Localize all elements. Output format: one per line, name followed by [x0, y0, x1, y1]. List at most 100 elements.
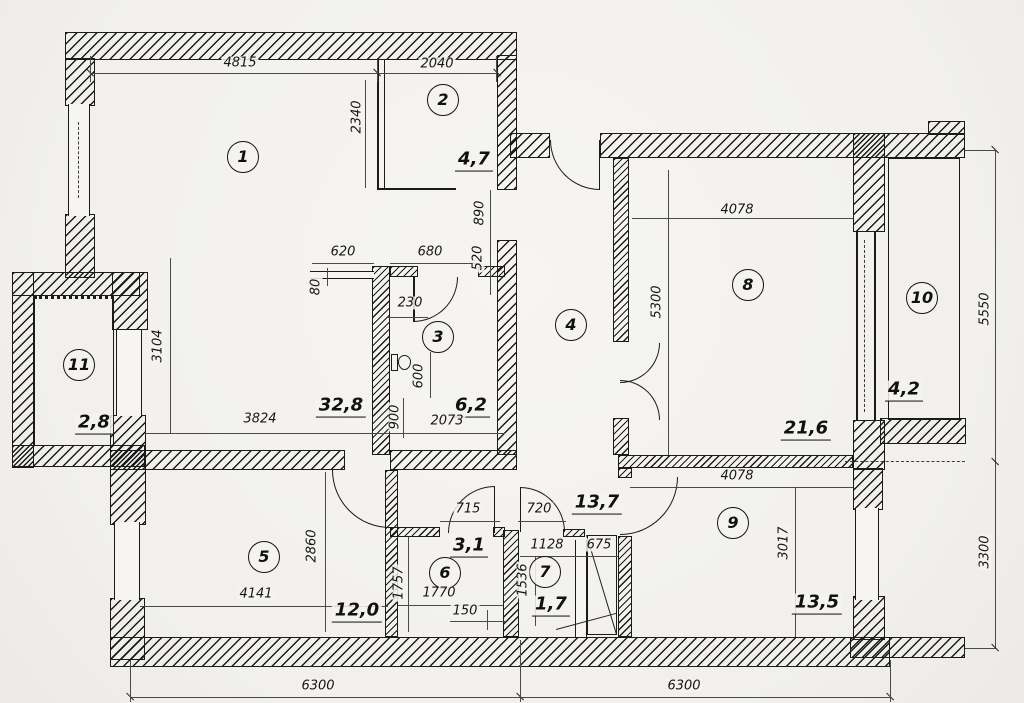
- room-7-area: 1,7: [532, 595, 570, 617]
- wall-room8-right-upper: [853, 133, 885, 232]
- dim-line-5300: [668, 170, 669, 455]
- balcony-door-room8-line2: [874, 232, 876, 420]
- dim-line-4141: [140, 606, 388, 607]
- wall-shaft-east: [618, 536, 632, 637]
- dim-1536: 1536: [515, 561, 531, 599]
- wall-balcony11-left: [12, 272, 34, 468]
- ext-line: [520, 640, 521, 702]
- dim-2040: 2040: [418, 56, 456, 72]
- room-5-number: 5: [258, 547, 270, 566]
- wall-left-block: [65, 214, 95, 278]
- dim-line-4078-bottom: [630, 487, 853, 488]
- dim-line-230: [388, 317, 428, 318]
- dim-line-80: [327, 268, 328, 286]
- dim-line-5550: [995, 150, 996, 462]
- room-4-label: 4: [555, 309, 587, 341]
- dim-715: 715: [453, 501, 483, 517]
- dim-600: 600: [411, 361, 427, 391]
- ext-line: [377, 60, 378, 82]
- vent-shaft: [587, 535, 617, 635]
- dim-line-3104: [170, 258, 171, 433]
- wall-hall-room8-upper: [613, 158, 629, 342]
- dim-line-520: [490, 240, 491, 295]
- room8-door-arc-lower: [620, 380, 660, 420]
- entrance-door-leaf: [598, 140, 600, 190]
- dim-line-900: [403, 398, 404, 438]
- dim-1770: 1770: [420, 585, 458, 601]
- room-5-label: 5: [248, 541, 280, 573]
- dim-line-620: [312, 263, 374, 264]
- dim-line-720: [518, 521, 566, 522]
- ext-line: [965, 648, 997, 649]
- balcony-door-room8-line1: [856, 232, 858, 420]
- wall-shaft-north-pier: [563, 529, 585, 537]
- room-8-number: 8: [742, 275, 754, 294]
- room-10-area: 4,2: [885, 380, 923, 402]
- dim-900: 900: [387, 402, 403, 432]
- wall-left-block2: [110, 415, 146, 525]
- dim-6300-right: 6300: [665, 678, 703, 694]
- room-2-area: 4,7: [455, 150, 493, 172]
- dim-line-6300: [130, 697, 890, 698]
- wall-room2-south: [378, 188, 456, 190]
- window-room1-left: [68, 104, 90, 216]
- dim-line-1770: [398, 605, 503, 606]
- room-11-area: 2,8: [75, 413, 113, 435]
- room-3-number: 3: [432, 327, 444, 346]
- wall-room9-right-lower: [853, 596, 885, 640]
- room-5-area: 12,0: [331, 601, 383, 623]
- dim-2860: 2860: [304, 527, 320, 565]
- dim-80: 80: [308, 276, 324, 298]
- dim-line-3824-2073: [145, 433, 505, 434]
- wall-left-mid-block: [112, 272, 148, 330]
- wall-room2-west2: [384, 60, 386, 190]
- dim-4815: 4815: [221, 55, 259, 71]
- room-4-number: 4: [565, 315, 577, 334]
- room-8-area: 21,6: [780, 419, 832, 441]
- dim-675: 675: [584, 537, 614, 553]
- wall-balcony10-bottom: [880, 418, 966, 444]
- room-10-number: 10: [910, 288, 934, 307]
- ext-line: [965, 150, 997, 151]
- dim-890: 890: [472, 198, 488, 228]
- dim-line-3017: [795, 487, 796, 637]
- room8-door-arc-upper: [620, 343, 660, 383]
- dim-2073: 2073: [428, 413, 466, 429]
- dim-line-675: [572, 556, 618, 557]
- ext-line: [130, 660, 131, 702]
- room-9-number: 9: [727, 513, 739, 532]
- dim-3017: 3017: [776, 524, 792, 562]
- dim-4078-top: 4078: [718, 202, 756, 218]
- entrance-door-arc: [550, 140, 600, 190]
- room-6-number: 6: [439, 563, 451, 582]
- wall-right-wing-top: [600, 133, 965, 158]
- balcony10-inner: [888, 158, 960, 420]
- section-dash: [845, 461, 965, 462]
- wall-room6-north-stub: [390, 527, 440, 537]
- wall-room2-west: [377, 60, 379, 190]
- wall-hall-room8-lower: [613, 418, 629, 455]
- ext-line: [496, 56, 497, 82]
- room-7-label: 7: [529, 556, 561, 588]
- dim-line-2340: [365, 80, 366, 188]
- dim-520: 520: [470, 243, 486, 273]
- room-11-label: 11: [63, 349, 95, 381]
- room-9-area: 13,5: [791, 593, 843, 615]
- wall-room9-right-upper: [853, 468, 883, 510]
- dim-230: 230: [395, 295, 425, 311]
- toilet-bowl-icon: [398, 355, 411, 370]
- room-3-label: 3: [422, 321, 454, 353]
- dim-6300-left: 6300: [299, 678, 337, 694]
- dim-line-715: [440, 521, 500, 522]
- wall-bottom: [110, 637, 890, 667]
- dim-3104: 3104: [150, 327, 166, 365]
- wall-bottom-right-ext: [850, 637, 965, 658]
- dim-720: 720: [524, 501, 554, 517]
- room-1-number: 1: [237, 147, 249, 166]
- dim-1757: 1757: [391, 564, 407, 602]
- window-room5-left: [114, 522, 140, 600]
- room-2-label: 2: [427, 84, 459, 116]
- dim-line-top: [90, 73, 497, 74]
- ext-line: [90, 56, 91, 82]
